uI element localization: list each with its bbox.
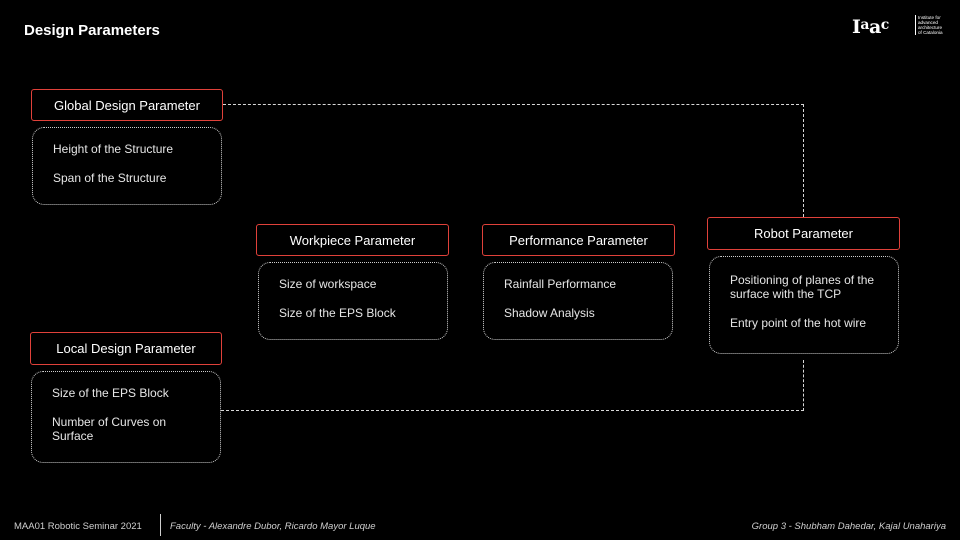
connector-global-down xyxy=(803,104,804,217)
list-item: Height of the Structure xyxy=(53,142,174,156)
performance-parameter-list: Rainfall Performance Shadow Analysis xyxy=(483,262,673,340)
footer-divider xyxy=(160,514,161,536)
robot-parameter-header: Robot Parameter xyxy=(707,217,900,250)
logo-text: Institute for advanced architecture of C… xyxy=(918,15,943,35)
footer-group: Group 3 - Shubham Dahedar, Kajal Unahari… xyxy=(751,521,946,532)
connector-global-top xyxy=(223,104,804,105)
workpiece-parameter-list: Size of workspace Size of the EPS Block xyxy=(258,262,448,340)
logo-mark: Iaac xyxy=(852,16,889,38)
list-item: Size of the EPS Block xyxy=(279,306,396,320)
robot-parameter-list: Positioning of planes of the surface wit… xyxy=(709,256,899,354)
list-item: Entry point of the hot wire xyxy=(730,316,867,330)
slide-title: Design Parameters xyxy=(24,22,160,39)
list-item: Shadow Analysis xyxy=(504,306,595,320)
list-item: Span of the Structure xyxy=(53,171,167,185)
local-design-parameter-header: Local Design Parameter xyxy=(30,332,222,365)
performance-parameter-header: Performance Parameter xyxy=(482,224,675,256)
footer-faculty: Faculty - Alexandre Dubor, Ricardo Mayor… xyxy=(170,521,376,532)
global-design-parameter-list: Height of the Structure Span of the Stru… xyxy=(32,127,222,205)
list-item: Number of Curves on Surface xyxy=(52,415,167,443)
list-item: Size of workspace xyxy=(279,277,377,291)
footer-course: MAA01 Robotic Seminar 2021 xyxy=(14,521,142,532)
global-design-parameter-header: Global Design Parameter xyxy=(31,89,223,121)
connector-local-bottom xyxy=(221,410,804,411)
iaac-logo: Iaac Institute for advanced architecture… xyxy=(852,12,948,38)
workpiece-parameter-header: Workpiece Parameter xyxy=(256,224,449,256)
logo-divider xyxy=(915,15,916,35)
connector-robot-down xyxy=(803,360,804,411)
local-design-parameter-list: Size of the EPS Block Number of Curves o… xyxy=(31,371,221,463)
list-item: Rainfall Performance xyxy=(504,277,617,291)
list-item: Size of the EPS Block xyxy=(52,386,169,400)
list-item: Positioning of planes of the surface wit… xyxy=(730,273,875,301)
